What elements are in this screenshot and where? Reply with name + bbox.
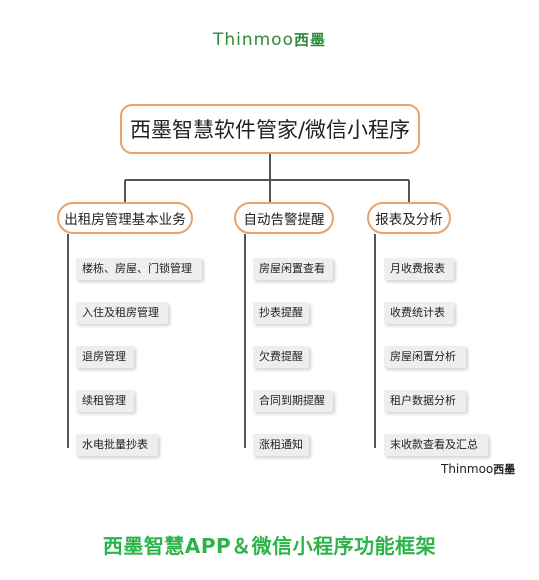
logo-top: Thinmoo西墨 xyxy=(0,29,539,50)
item-checkin-rental: 入住及租房管理 xyxy=(76,302,168,324)
logo-bottom: Thinmoo西墨 xyxy=(441,461,515,477)
item-building-room-lock: 楼栋、房屋、门锁管理 xyxy=(76,258,202,280)
logo-brand-cn: 西墨 xyxy=(493,463,516,476)
category-node-alerts: 自动告警提醒 xyxy=(234,202,334,234)
item-vacancy-view: 房屋闲置查看 xyxy=(253,258,333,280)
item-meter-reading: 水电批量抄表 xyxy=(76,434,158,456)
category-label: 自动告警提醒 xyxy=(243,212,325,228)
category-node-rental-business: 出租房管理基本业务 xyxy=(57,202,193,234)
item-renewal: 续租管理 xyxy=(76,390,134,412)
item-meter-reminder: 抄表提醒 xyxy=(253,302,309,324)
item-contract-expiry: 合同到期提醒 xyxy=(253,390,333,412)
item-checkout: 退房管理 xyxy=(76,346,134,368)
diagram-caption: 西墨智慧APP＆微信小程序功能框架 xyxy=(102,534,437,558)
item-arrears-reminder: 欠费提醒 xyxy=(253,346,309,368)
root-node: 西墨智慧软件管家/微信小程序 xyxy=(120,104,420,154)
item-tenant-analysis: 租户数据分析 xyxy=(384,390,466,412)
item-vacancy-analysis: 房屋闲置分析 xyxy=(384,346,466,368)
category-label: 出租房管理基本业务 xyxy=(64,212,186,228)
root-label: 西墨智慧软件管家/微信小程序 xyxy=(129,118,411,142)
category-label: 报表及分析 xyxy=(375,212,443,228)
item-unpaid-summary: 末收款查看及汇总 xyxy=(384,434,488,456)
item-fee-statistics: 收费统计表 xyxy=(384,302,454,324)
logo-brand-cn: 西墨 xyxy=(294,31,327,49)
logo-brand-en: Thinmoo xyxy=(441,462,494,476)
item-rent-increase: 涨租通知 xyxy=(253,434,309,456)
category-node-reports: 报表及分析 xyxy=(367,202,451,234)
item-monthly-report: 月收费报表 xyxy=(384,258,454,280)
logo-brand-en: Thinmoo xyxy=(212,30,294,50)
